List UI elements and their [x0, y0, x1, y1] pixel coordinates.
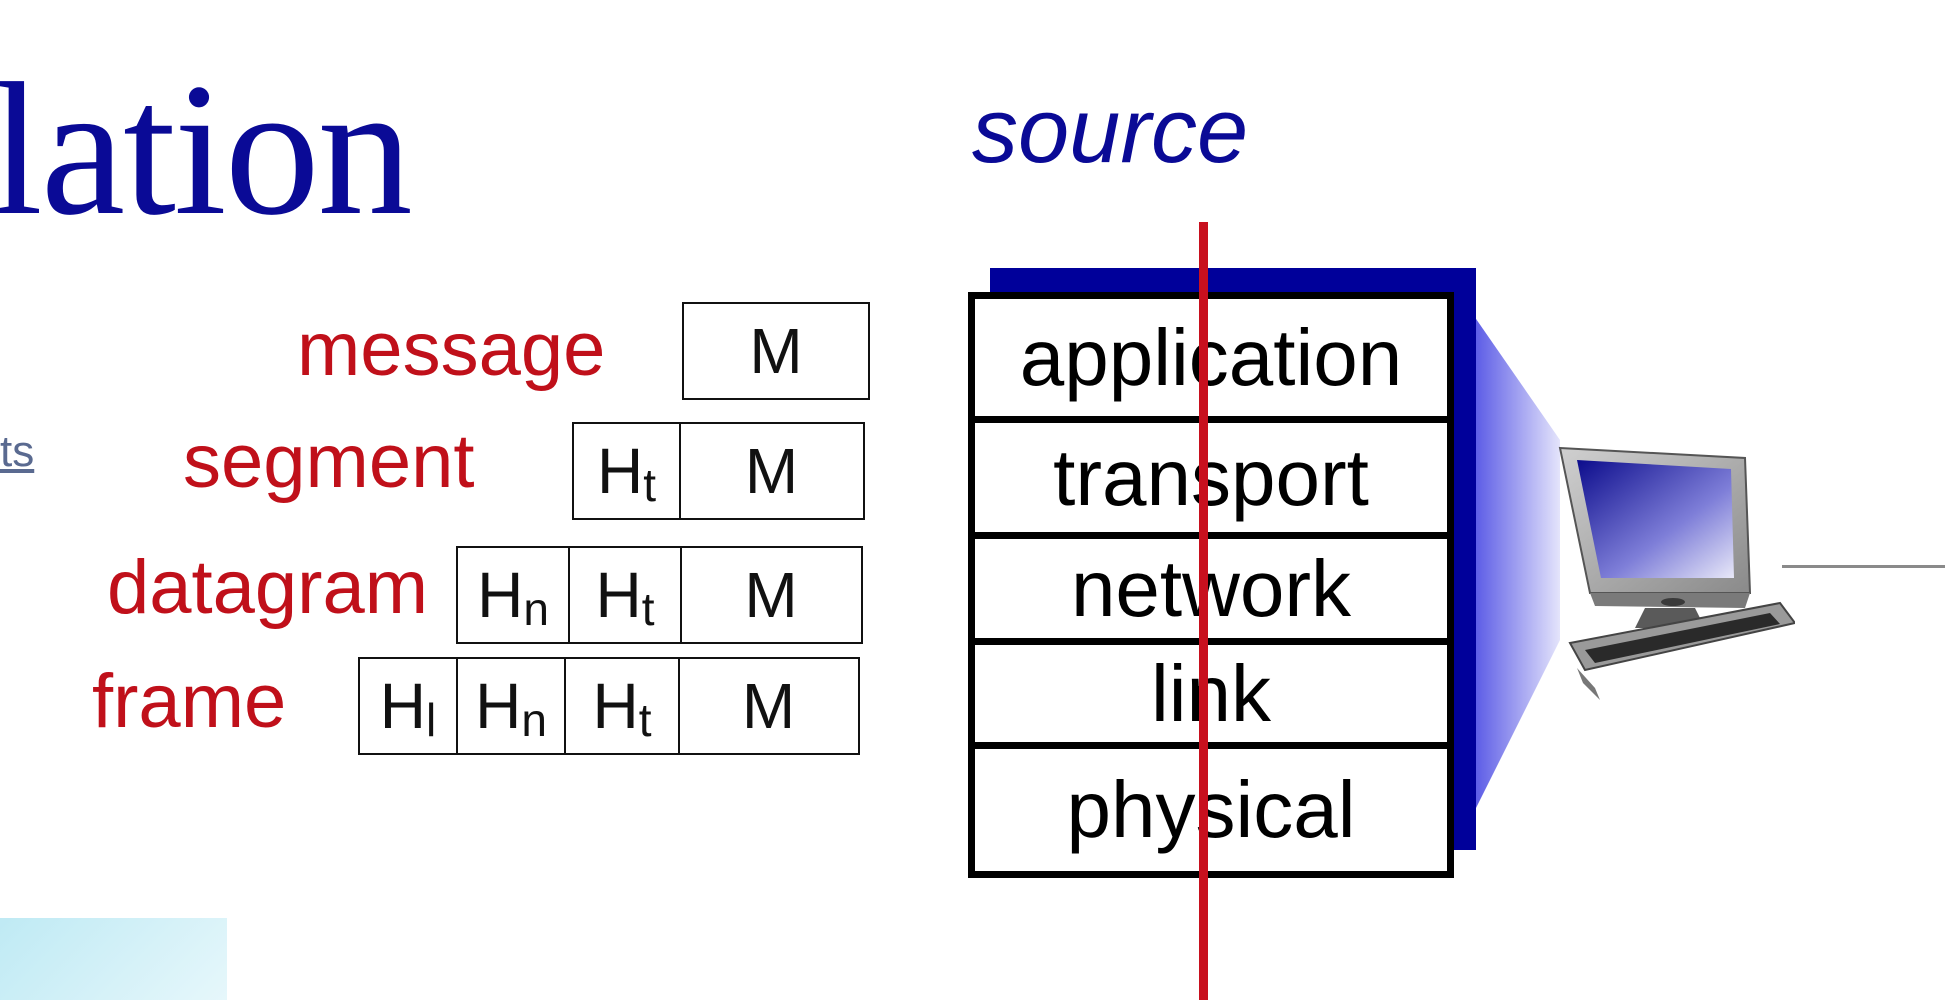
desktop-computer-icon	[1558, 446, 1795, 700]
slide-title: lation	[0, 45, 413, 255]
data-path-line	[1199, 222, 1208, 1000]
label-segment: segment	[183, 419, 475, 504]
label-message: message	[297, 307, 606, 392]
layer-physical: physical	[1066, 765, 1356, 854]
packet-cell-m: M	[744, 435, 799, 507]
background-image-fragment	[0, 918, 227, 1000]
label-frame: frame	[92, 659, 287, 744]
layer-transport: transport	[975, 423, 1447, 539]
packet-cell-m: M	[744, 559, 798, 631]
network-link-line	[1782, 565, 1945, 568]
label-datagram: datagram	[107, 545, 429, 630]
layer-application: application	[975, 299, 1447, 423]
layer-network: network	[975, 539, 1447, 645]
protocol-stack: application transport network link physi…	[968, 292, 1454, 878]
packet-cell-m: M	[741, 670, 796, 742]
source-label: source	[972, 80, 1249, 182]
message-packet: M	[682, 302, 870, 400]
side-link[interactable]: ts	[0, 427, 35, 476]
layer-link: link	[975, 645, 1447, 749]
packet-cell-m: M	[749, 315, 803, 387]
